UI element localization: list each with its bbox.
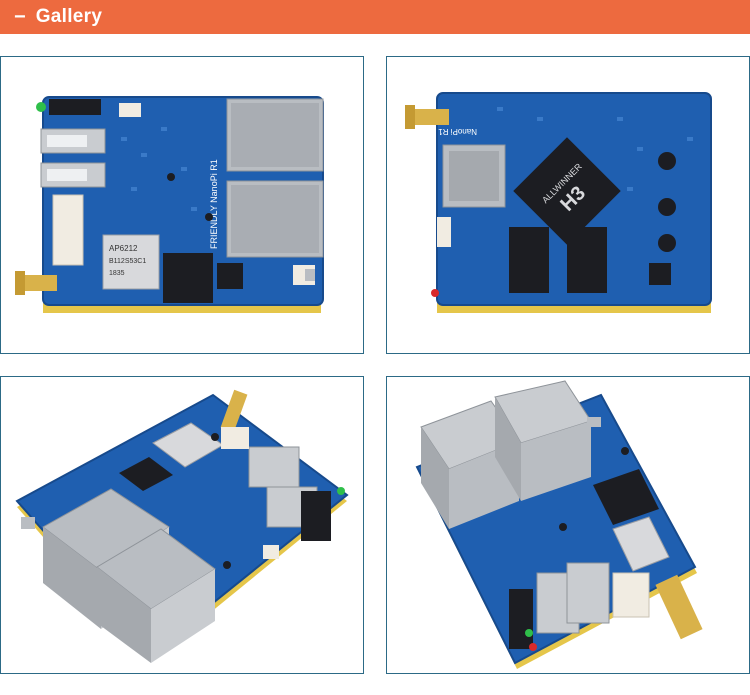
gallery-image-4[interactable] — [386, 376, 750, 674]
gallery-image-2[interactable]: ALLWINNER H3 NanoPi R1 FRIENDLY ELEC — [386, 56, 750, 354]
module-label-line-1: AP6212 — [109, 244, 138, 253]
gallery-image-3[interactable] — [0, 376, 364, 674]
board-photo-3 — [15, 389, 349, 663]
module-label-line-2: B112S53C1 — [109, 258, 146, 265]
module-label-line-3: 1835 — [109, 270, 125, 277]
gallery-header[interactable]: − Gallery — [0, 0, 750, 34]
board-silkscreen: FRIENDLY NanoPi R1 — [209, 159, 219, 249]
board-silkscreen-2: NanoPi R1 FRIENDLY ELEC — [387, 127, 477, 136]
collapse-icon[interactable]: − — [14, 6, 26, 28]
board-photo-2: ALLWINNER H3 NanoPi R1 FRIENDLY ELEC — [387, 92, 712, 313]
board-photo-1: AP6212 B112S53C1 1835 FRIENDLY NanoPi R1 — [15, 96, 324, 313]
board-photo-4 — [415, 380, 703, 669]
gallery-title: Gallery — [35, 6, 103, 27]
gallery-image-1[interactable]: AP6212 B112S53C1 1835 FRIENDLY NanoPi R1 — [0, 56, 364, 354]
